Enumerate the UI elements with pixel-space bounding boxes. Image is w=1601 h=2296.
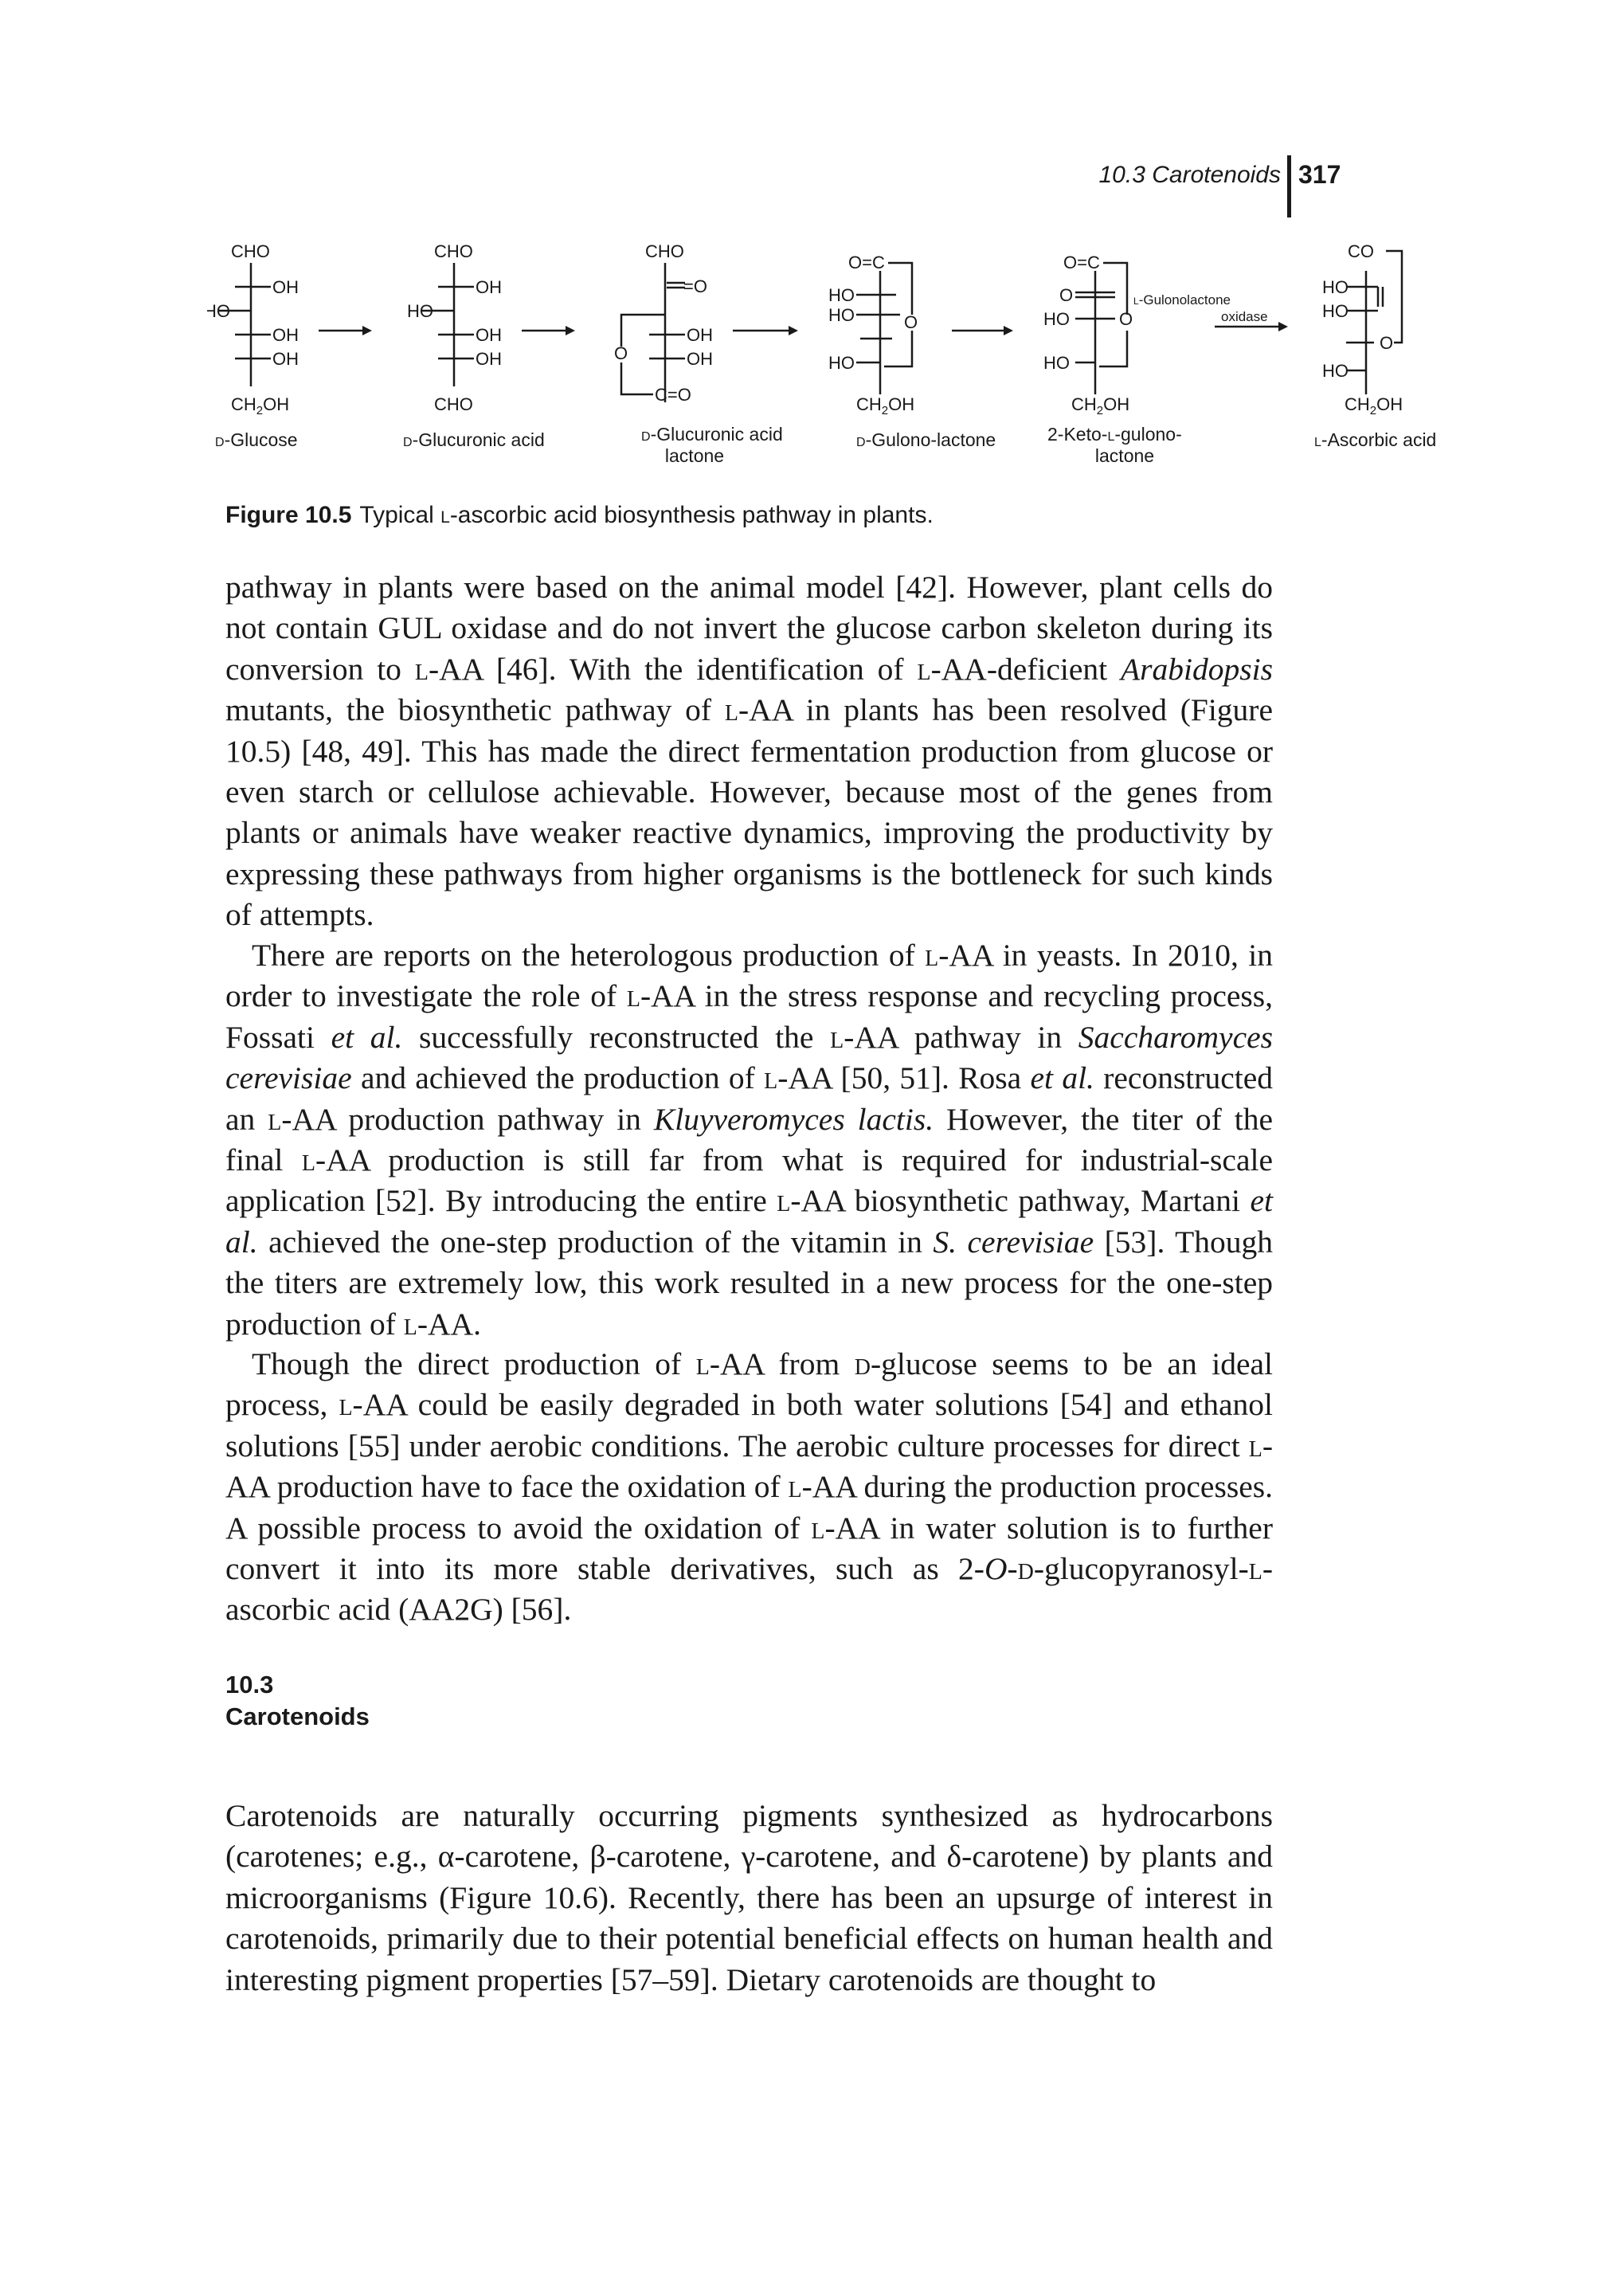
compound-d-glucuronic-acid-lactone: d-Glucuronic acid (641, 424, 783, 445)
svg-text:OH: OH (272, 325, 299, 345)
svg-text:OH: OH (476, 325, 502, 345)
svg-text:O=C: O=C (848, 253, 885, 272)
svg-text:HO: HO (1043, 309, 1070, 329)
svg-text:CH2OH: CH2OH (856, 394, 914, 417)
running-head-rule (1287, 155, 1291, 217)
svg-text:OH: OH (476, 349, 502, 369)
svg-text:CH2OH: CH2OH (1345, 394, 1403, 417)
svg-text:HO: HO (207, 301, 230, 321)
paragraph-4: Carotenoids are naturally occurring pigm… (225, 1798, 1273, 1997)
svg-text:OH: OH (272, 349, 299, 369)
compound-l-ascorbic-acid: l-Ascorbic acid (1314, 429, 1436, 450)
biosynthesis-pathway-diagram: CHO OH HO OH OH CH2OH d-Glucose CHO OH H… (207, 241, 1436, 466)
svg-text:=O: =O (683, 276, 707, 296)
svg-text:lactone: lactone (1095, 445, 1154, 466)
svg-text:CHO: CHO (645, 241, 684, 261)
running-head-section: 10.3 Carotenoids (1098, 162, 1282, 188)
svg-text:CH2OH: CH2OH (231, 394, 289, 417)
svg-text:O=C: O=C (1063, 253, 1100, 272)
paragraph-2: There are reports on the heterologous pr… (225, 938, 1274, 1342)
svg-text:OH: OH (687, 349, 713, 369)
compound-2-keto-l-gulono-lactone: 2-Keto-l-gulono- (1047, 424, 1182, 445)
figure-10-5: CHO OH HO OH OH CH2OH d-Glucose CHO OH H… (207, 227, 1450, 482)
svg-text:CHO: CHO (434, 394, 473, 414)
running-head: 10.3 Carotenoids 317 (1035, 155, 1370, 219)
svg-text:lactone: lactone (665, 445, 724, 466)
svg-text:HO: HO (407, 301, 433, 321)
svg-text:O: O (1119, 309, 1133, 329)
svg-text:oxidase: oxidase (1221, 309, 1268, 324)
svg-text:HO: HO (1322, 361, 1349, 381)
compound-d-glucuronic-acid: d-Glucuronic acid (403, 429, 545, 450)
compound-d-glucose: d-Glucose (215, 429, 298, 450)
svg-text:O: O (1380, 333, 1393, 353)
svg-text:HO: HO (828, 353, 855, 373)
svg-text:O: O (904, 312, 918, 332)
svg-text:CHO: CHO (231, 241, 270, 261)
svg-text:O: O (1059, 285, 1073, 305)
svg-text:OH: OH (272, 277, 299, 297)
svg-text:HO: HO (828, 305, 855, 325)
svg-text:OH: OH (687, 325, 713, 345)
svg-text:HO: HO (1322, 277, 1349, 297)
paragraph-1: pathway in plants were based on the anim… (225, 570, 1273, 933)
svg-text:O: O (614, 343, 628, 363)
svg-text:HO: HO (828, 285, 855, 305)
svg-text:CHO: CHO (434, 241, 473, 261)
svg-text:OH: OH (476, 277, 502, 297)
section-number: 10.3 (225, 1671, 274, 1698)
svg-text:HO: HO (1322, 301, 1349, 321)
section-title: Carotenoids (225, 1702, 370, 1730)
section-heading: 10.3 Carotenoids (225, 1669, 370, 1733)
svg-text:HO: HO (1043, 353, 1070, 373)
figure-label: Figure 10.5 (225, 502, 352, 528)
compound-d-gulono-lactone: d-Gulono-lactone (856, 429, 996, 450)
svg-text:CH2OH: CH2OH (1071, 394, 1129, 417)
enzyme-label: l-Gulonolactone (1133, 292, 1231, 308)
svg-text:C=O: C=O (655, 385, 691, 405)
paragraph-3: Though the direct production of l-AA fro… (225, 1346, 1273, 1628)
page-number: 317 (1298, 160, 1341, 189)
svg-text:CO: CO (1348, 241, 1374, 261)
